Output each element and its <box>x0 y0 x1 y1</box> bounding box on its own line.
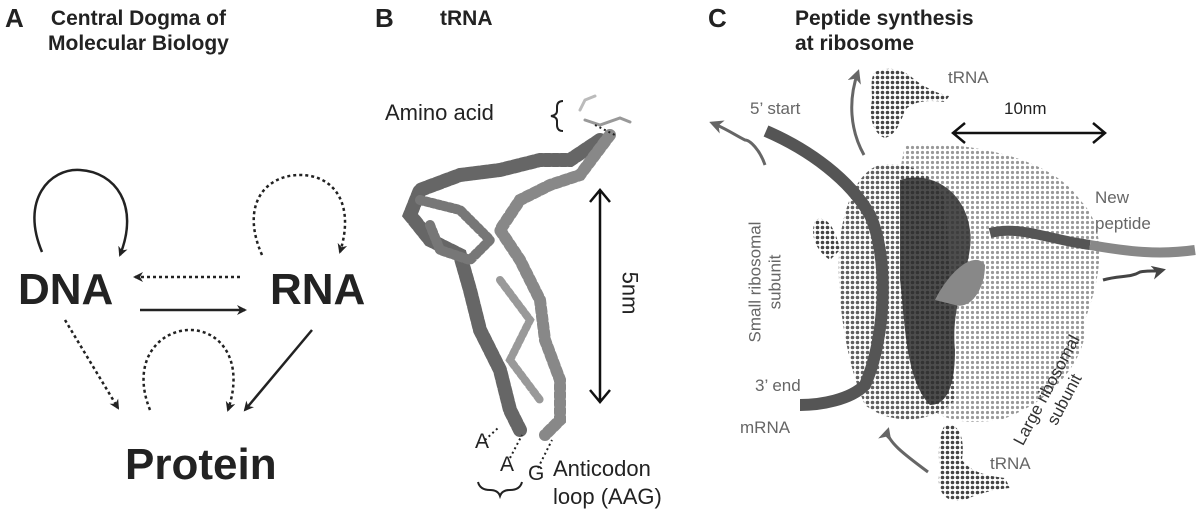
peptide-exit-arrow <box>1102 265 1166 282</box>
small-subunit-line1: Small ribosomal <box>745 221 765 343</box>
anticodon-line1: Anticodon <box>553 456 651 481</box>
trna-molecule <box>401 94 632 441</box>
small-subunit-line2: subunit <box>765 254 785 310</box>
scale-5nm-label: 5nm <box>617 271 643 315</box>
panel-c-title-line2: at ribosome <box>795 32 915 55</box>
new-peptide-line1: New <box>1095 188 1130 207</box>
dna-to-protein-arrow <box>63 319 120 410</box>
small-subunit-label: Small ribosomal subunit <box>745 222 785 343</box>
mrna-label: mRNA <box>740 418 791 437</box>
trna-top-molecule <box>870 68 950 138</box>
panel-b-letter: B <box>375 3 394 33</box>
panel-a-title-line1: Central Dogma of <box>50 7 226 30</box>
new-peptide-label: New peptide <box>1095 185 1151 237</box>
panel-a-title-line2: Molecular Biology <box>48 32 229 55</box>
panel-c-title: Peptide synthesis at ribosome <box>795 6 974 56</box>
amino-acid-label: Amino acid <box>385 100 494 125</box>
anticodon-label: Anticodon loop (AAG) <box>553 455 662 511</box>
base-g: G <box>528 462 545 485</box>
scale-10nm-label: 10nm <box>1004 99 1047 118</box>
peptide-strand <box>988 225 1196 258</box>
panel-b-title: tRNA <box>440 7 493 30</box>
panel-a-title: Central Dogma of Molecular Biology <box>48 6 229 56</box>
mrna-exit-arrow <box>709 120 767 166</box>
amino-acid-bracket <box>550 100 616 136</box>
trna-bottom-label: tRNA <box>990 454 1031 473</box>
anticodon-brace <box>477 481 523 500</box>
anticodon-dots <box>484 427 553 469</box>
mrna-strand <box>763 125 889 411</box>
motion-arrows <box>709 69 1166 474</box>
three-prime-label: 3’ end <box>755 376 801 395</box>
trna-entry-arrow <box>878 427 929 474</box>
scale-5nm-arrow <box>589 188 611 404</box>
five-prime-label: 5’ start <box>750 99 801 118</box>
base-a1: A <box>475 430 490 453</box>
rna-node: RNA <box>270 265 366 314</box>
new-peptide-line2: peptide <box>1095 214 1151 233</box>
trna-exit-arrow <box>847 69 866 156</box>
protein-node: Protein <box>125 440 277 489</box>
trna-bottom-molecule <box>938 424 1010 501</box>
central-dogma-arrows <box>33 168 348 412</box>
panel-c-title-line1: Peptide synthesis <box>795 7 974 30</box>
dna-replication-arrow <box>33 168 129 257</box>
translation-arrow <box>243 329 313 412</box>
ribosome <box>813 144 1100 422</box>
dna-node: DNA <box>18 265 114 314</box>
scale-10nm-arrow <box>951 122 1107 144</box>
anticodon-line2: loop (AAG) <box>553 484 662 509</box>
panel-c-letter: C <box>708 3 727 33</box>
base-a2: A <box>500 453 515 476</box>
rna-replication-arrow <box>252 173 348 256</box>
trna-top-label: tRNA <box>948 68 989 87</box>
protein-loop-arrow <box>142 328 236 412</box>
panel-a-letter: A <box>5 3 24 33</box>
